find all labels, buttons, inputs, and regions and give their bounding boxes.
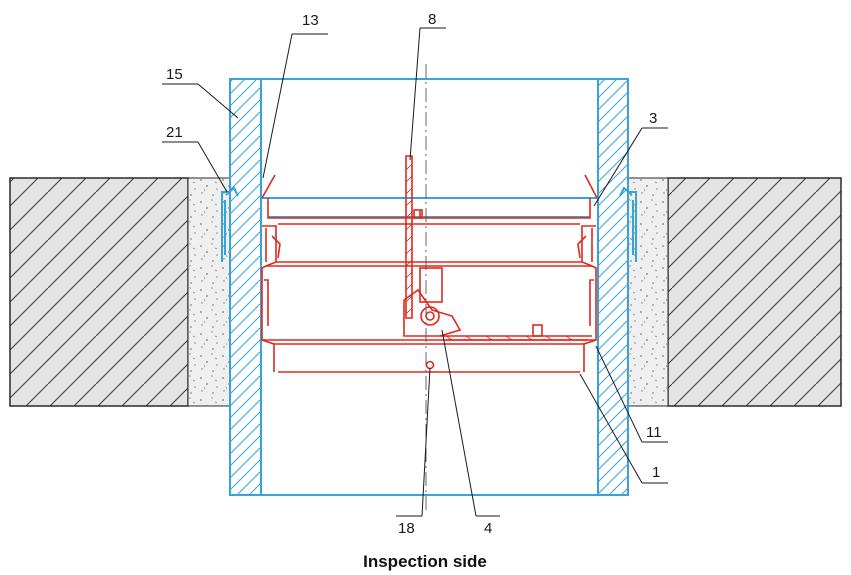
callout-3: 3 (649, 110, 657, 127)
callout-13: 13 (302, 12, 319, 29)
leader-lines (162, 27, 668, 517)
damper-blade-hatch (405, 163, 573, 341)
inspection-side-caption: Inspection side (363, 552, 487, 571)
callout-15: 15 (166, 66, 183, 83)
installation-sleeve (221, 78, 637, 496)
mortar-fill-right (627, 177, 669, 407)
callout-8: 8 (428, 11, 436, 28)
callout-4: 4 (484, 520, 492, 537)
wall-left (9, 177, 189, 407)
wall-right (667, 177, 842, 407)
damper-body (261, 155, 598, 373)
callout-21: 21 (166, 124, 183, 141)
callout-11: 11 (646, 424, 662, 441)
callout-1: 1 (652, 464, 660, 481)
callout-18: 18 (398, 520, 415, 537)
